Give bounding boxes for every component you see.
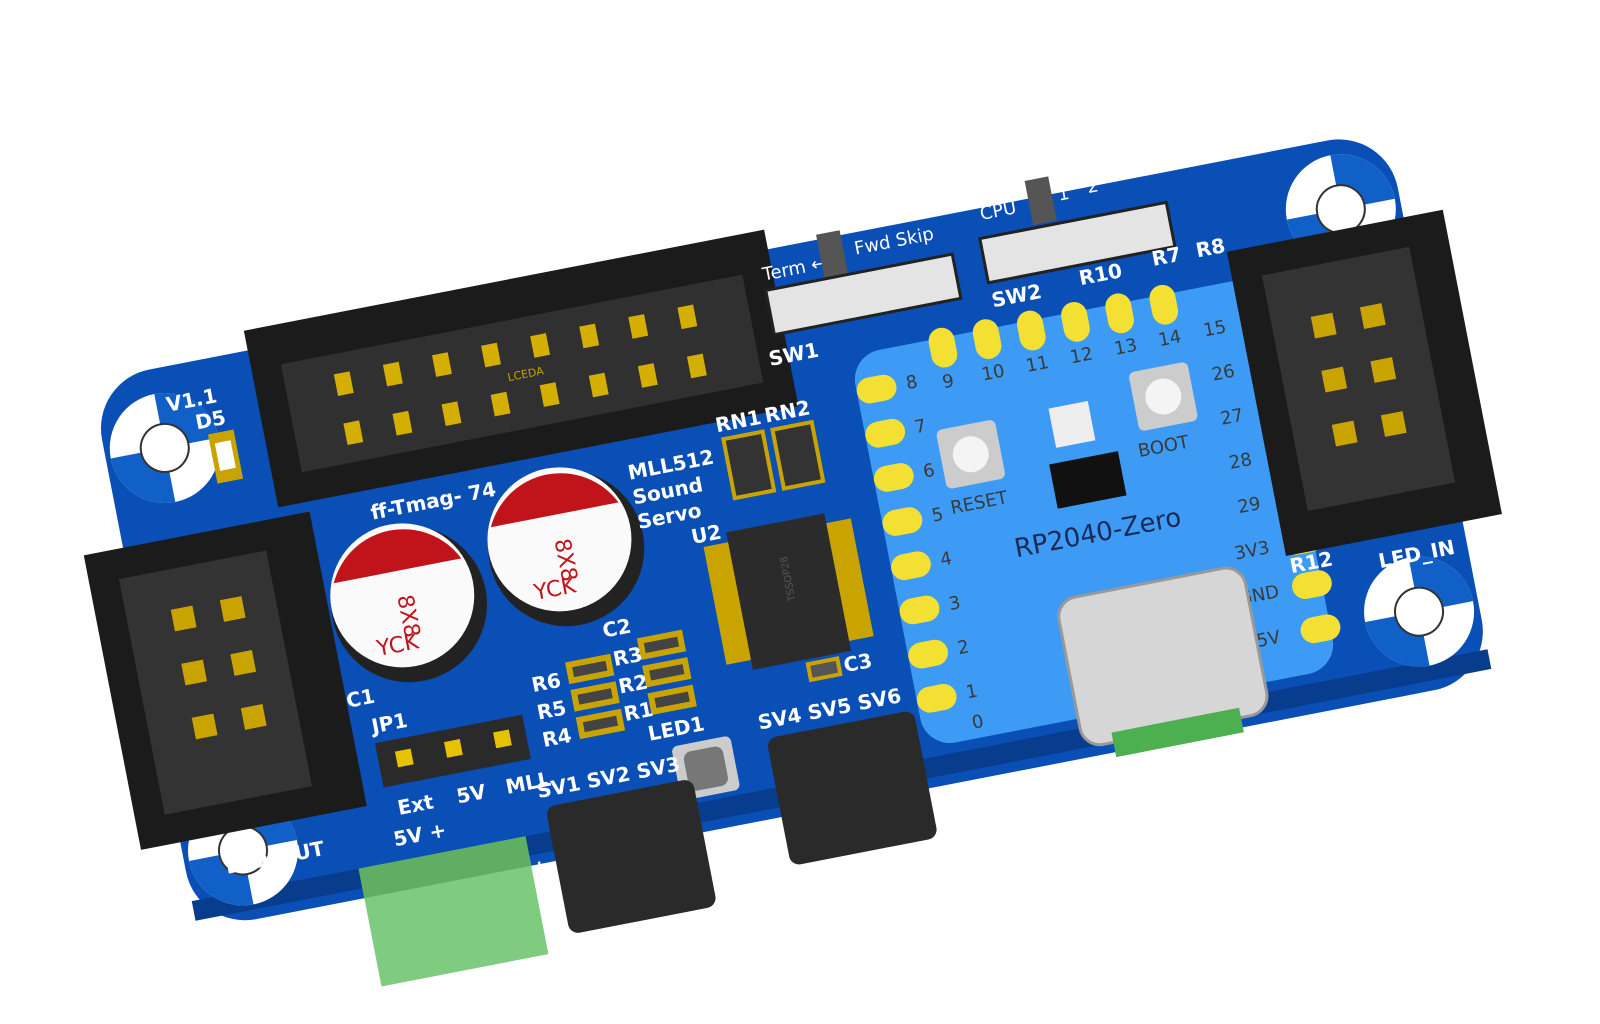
rp2040-chip: [1049, 451, 1127, 509]
sw2-slider[interactable]: [1024, 176, 1057, 226]
pin-15: 15: [1202, 316, 1228, 341]
switch-sw1[interactable]: [763, 252, 963, 337]
pin-12: 12: [1068, 343, 1094, 368]
pin-6: 6: [921, 460, 936, 483]
jp1-5v-label: 5V: [454, 779, 488, 808]
capacitor-c1: 8X8 YCK: [330, 523, 488, 683]
r4-label: R4: [540, 723, 573, 752]
resistors-r4-r6: [565, 629, 697, 740]
r5-label: R5: [535, 695, 568, 724]
d5-lens: [214, 440, 236, 471]
capacitor-c2: 8X8 YCK: [487, 467, 645, 627]
r1-label: R1: [622, 697, 655, 726]
pin-3: 3: [947, 592, 962, 615]
sw1-slider[interactable]: [816, 230, 849, 279]
r6-label: R6: [530, 668, 563, 697]
servo-header-sv1-sv3: [546, 780, 716, 933]
boot-button-cap: [1145, 378, 1182, 415]
sw2-pos1-label: 1: [1056, 183, 1071, 206]
rn2-array: [770, 419, 826, 491]
pin-10: 10: [980, 361, 1006, 386]
pin-0: 0: [970, 711, 985, 734]
pin-8: 8: [904, 371, 919, 394]
ic-u2: TSSOP28: [703, 513, 874, 670]
servo-header-sv4-sv6: [767, 711, 937, 865]
usb-c-base: [1111, 707, 1244, 758]
led-out-connector: [83, 511, 367, 850]
c3-capacitor: [805, 656, 843, 683]
pin-11: 11: [1024, 352, 1050, 377]
pin-27: 27: [1219, 405, 1245, 430]
switch-sw2[interactable]: [978, 200, 1177, 285]
terminal-minus-sign: −: [539, 903, 560, 930]
r2-label: R2: [616, 669, 649, 698]
pin-13: 13: [1112, 335, 1138, 360]
r3-label: R3: [611, 642, 644, 671]
sw2-pos2-label: 2: [1085, 175, 1100, 198]
c1-label: C1: [344, 684, 377, 713]
rgb-led: [1048, 400, 1096, 448]
u2-label: U2: [689, 520, 723, 549]
pin-7: 7: [913, 416, 928, 439]
led-in-connector: [1226, 209, 1502, 557]
mounting-hole-tl: [109, 392, 220, 503]
pin-5: 5: [930, 504, 945, 527]
mounting-hole-br: [1364, 556, 1475, 667]
c2-label: C2: [600, 614, 633, 643]
c3-label: C3: [841, 648, 874, 677]
screw-terminal: [358, 836, 549, 987]
r8-label: R8: [1194, 233, 1227, 262]
pin-2: 2: [956, 636, 971, 659]
reset-button-cap: [952, 436, 989, 473]
pin-1: 1: [964, 681, 979, 704]
r7-label: R7: [1150, 242, 1183, 271]
pin-28: 28: [1227, 449, 1253, 474]
idc-connector: LCEDA: [243, 229, 799, 508]
jumper-jp1: [374, 714, 531, 788]
pin-9: 9: [941, 370, 956, 393]
pin-14: 14: [1157, 326, 1183, 351]
led1-lens: [683, 746, 728, 791]
terminal-plus-sign: +: [529, 854, 550, 881]
pin-29: 29: [1236, 493, 1262, 518]
d5-label: D5: [193, 405, 228, 434]
pin-26: 26: [1210, 361, 1236, 386]
rn1-array: [721, 429, 777, 501]
pin-4: 4: [938, 548, 953, 571]
